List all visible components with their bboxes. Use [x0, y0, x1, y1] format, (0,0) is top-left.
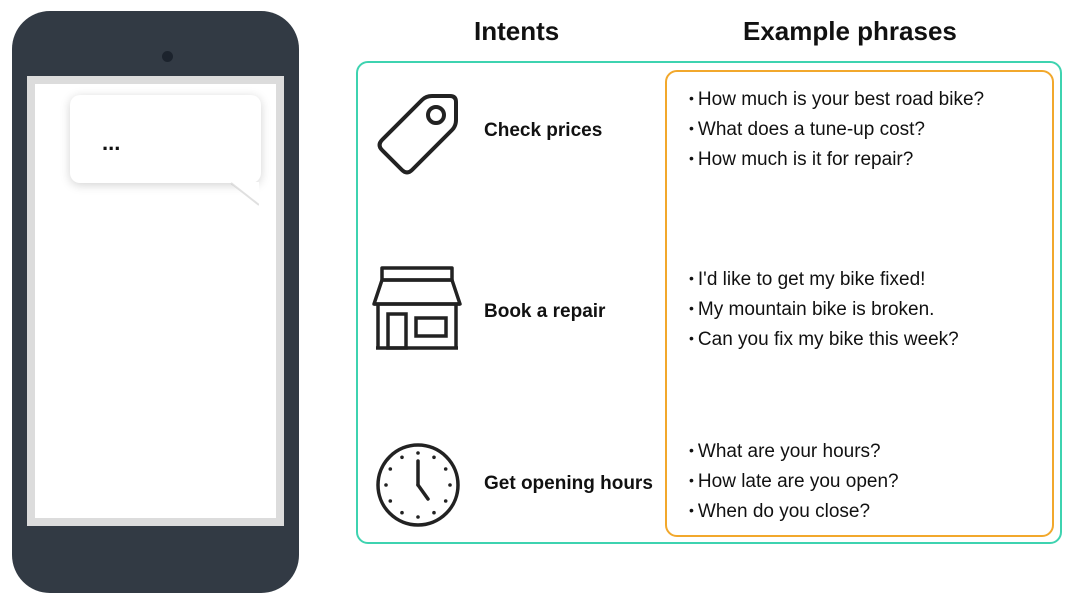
phrase-item: How much is it for repair?: [689, 144, 984, 174]
phrase-item: I'd like to get my bike fixed!: [689, 264, 959, 294]
price-tag-icon: [377, 94, 458, 175]
phone-camera: [162, 51, 173, 62]
intent-label-get-opening-hours: Get opening hours: [484, 473, 653, 494]
chat-bubble-text: ...: [102, 130, 121, 155]
example-phrases-panel: [665, 70, 1054, 537]
intent-label-check-prices: Check prices: [484, 120, 603, 141]
phrase-list-check-prices: How much is your best road bike? What do…: [689, 84, 984, 174]
intents-panel: [356, 61, 1062, 544]
phrase-item: When do you close?: [689, 496, 899, 526]
phrase-list-get-opening-hours: What are your hours? How late are you op…: [689, 436, 899, 526]
example-phrases-header: Example phrases: [743, 16, 957, 46]
phrase-item: What are your hours?: [689, 436, 899, 466]
chat-bubble-tail: [229, 182, 259, 206]
phrase-item: Can you fix my bike this week?: [689, 324, 959, 354]
phrase-item: My mountain bike is broken.: [689, 294, 959, 324]
clock-icon: [376, 443, 460, 527]
phrase-item: How late are you open?: [689, 466, 899, 496]
chat-bubble: [70, 95, 261, 183]
shop-icon: [372, 266, 462, 350]
phrase-list-book-a-repair: I'd like to get my bike fixed! My mounta…: [689, 264, 959, 354]
intents-header: Intents: [474, 16, 560, 46]
phrase-item: How much is your best road bike?: [689, 84, 984, 114]
phrase-item: What does a tune-up cost?: [689, 114, 984, 144]
intent-label-book-a-repair: Book a repair: [484, 301, 606, 322]
